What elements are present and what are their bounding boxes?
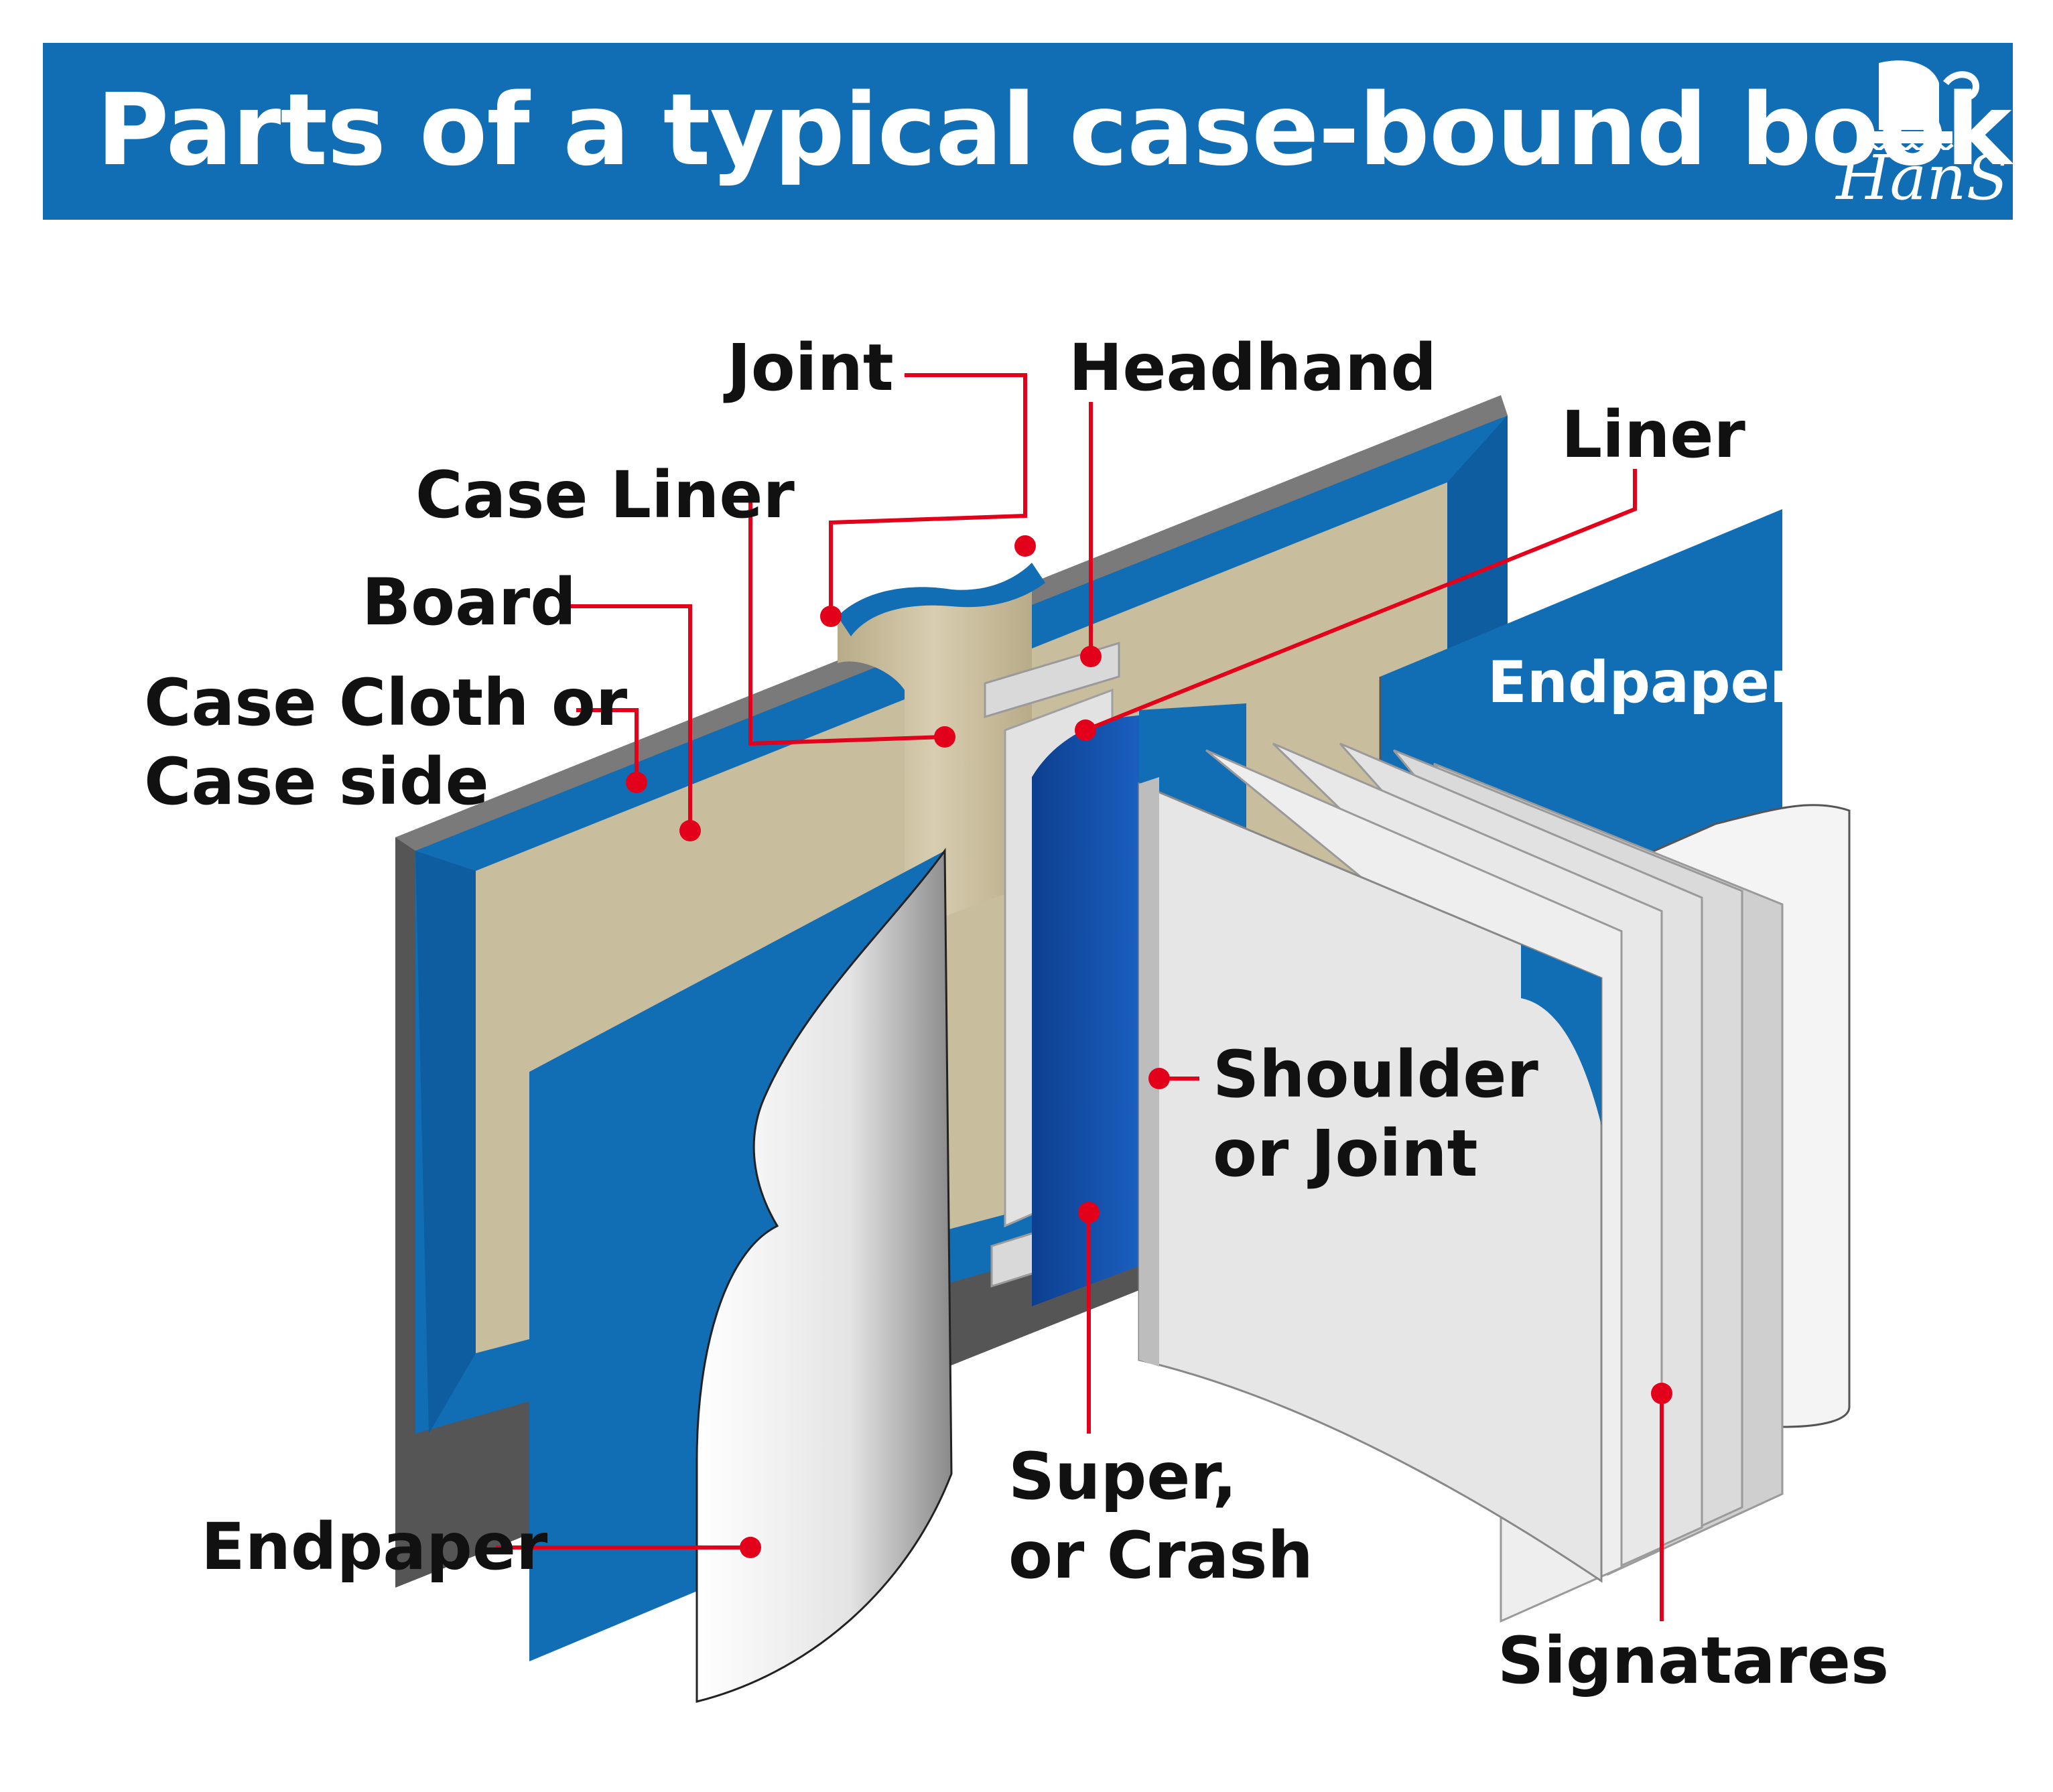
board-dot xyxy=(679,820,701,841)
label-super-1: Super, xyxy=(1008,1439,1238,1514)
label-liner: Liner xyxy=(1561,397,1745,472)
liner-leader xyxy=(1084,469,1637,732)
endpaper-front xyxy=(529,847,953,1703)
label-board: Board xyxy=(362,565,576,640)
label-endpaper-bottom: Endpaper xyxy=(201,1509,548,1584)
label-case-cloth-2: Case side xyxy=(144,744,489,819)
label-headband: Headhand xyxy=(1069,330,1437,405)
logo-text: HanS xyxy=(1836,142,2009,214)
signatures-dot xyxy=(1651,1383,1672,1404)
label-case-cloth-1: Case Cloth or xyxy=(144,665,628,740)
ship-icon xyxy=(1871,60,1980,153)
label-joint: Joint xyxy=(727,330,894,405)
label-shoulder-2: or Joint xyxy=(1213,1116,1478,1191)
board-leader xyxy=(570,604,692,831)
label-signatures: Signatares xyxy=(1498,1623,1890,1698)
joint-dot-2 xyxy=(820,606,842,627)
liner-dot xyxy=(1075,719,1096,741)
label-shoulder-1: Shoulder xyxy=(1213,1037,1538,1112)
header-banner: Parts of a typical case-bound book HanS xyxy=(43,43,2013,220)
label-endpaper-top: Endpaper xyxy=(1487,649,1798,716)
case-liner-leader xyxy=(748,502,945,746)
leader-dots xyxy=(626,535,1672,1558)
label-case-liner: Case Liner xyxy=(415,458,795,533)
signatures-stack xyxy=(1138,742,1784,1623)
headband-dot xyxy=(1080,646,1102,667)
super-dot xyxy=(1078,1202,1100,1223)
case-liner-dot xyxy=(934,726,955,748)
page-title: Parts of a typical case-bound book xyxy=(96,72,2011,188)
endpaper-bottom-dot xyxy=(740,1537,761,1558)
joint-leader xyxy=(829,373,1027,616)
case-cloth-leader xyxy=(576,708,639,777)
joint-dot xyxy=(1014,535,1036,557)
shoulder-dot xyxy=(1148,1068,1170,1089)
case-cloth-dot xyxy=(626,772,647,793)
leader-lines xyxy=(496,373,1664,1621)
label-super-2: or Crash xyxy=(1008,1518,1313,1593)
hans-logo: HanS xyxy=(1832,56,2013,217)
